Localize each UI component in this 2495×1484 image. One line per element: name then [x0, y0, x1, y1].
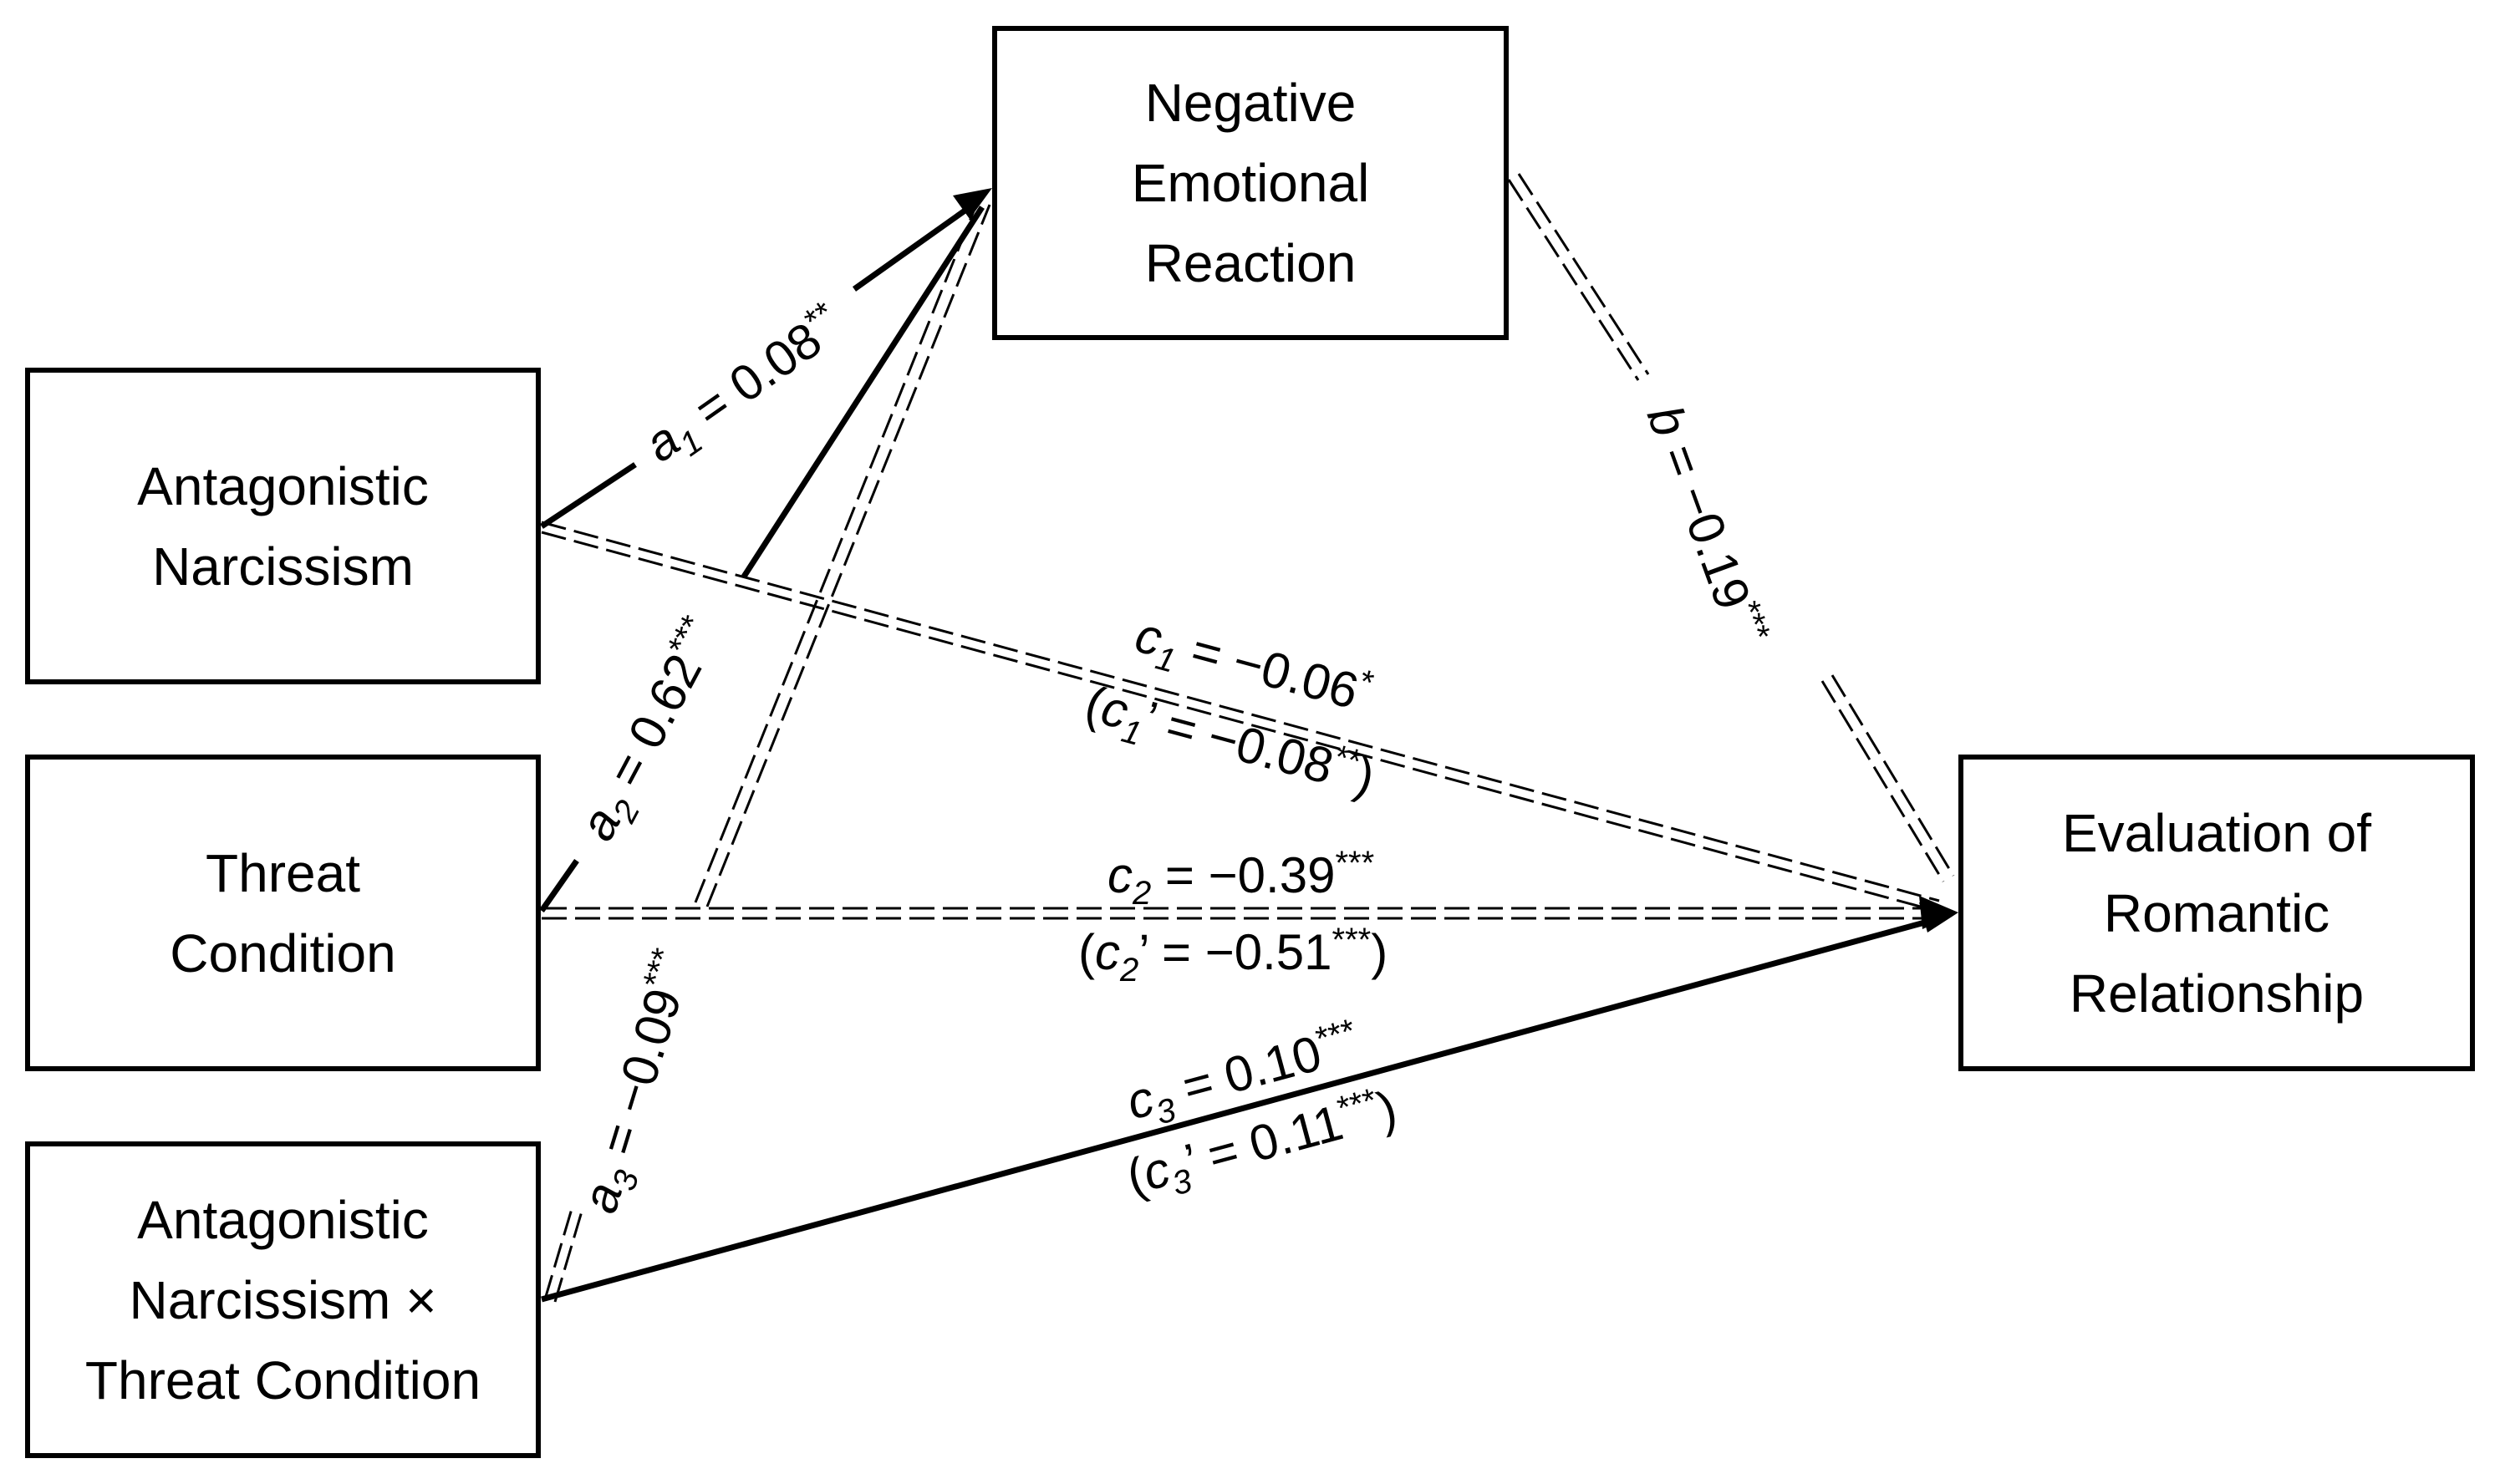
node-antagonistic-line-2: Narcissism: [152, 536, 414, 597]
path-a3-label: a3 = −0.09***: [568, 944, 711, 1222]
path-b-arrow: [1507, 173, 1955, 882]
path-a2-arrow: [539, 206, 985, 913]
path-c1-arrow: [541, 521, 1940, 912]
node-interaction-line-2: Narcissism ×: [129, 1269, 437, 1330]
node-negative-line-1: Negative: [1144, 73, 1357, 133]
node-evaluation-line-2: Romantic: [2103, 882, 2330, 943]
node-negative-emotional-reaction: Negative Emotional Reaction: [992, 26, 1509, 340]
node-interaction: Antagonistic Narcissism × Threat Conditi…: [25, 1141, 541, 1458]
node-negative-line-3: Reaction: [1144, 233, 1357, 293]
path-c2-label: c2 = −0.39***: [1107, 845, 1374, 912]
node-interaction-line-3: Threat Condition: [84, 1349, 481, 1410]
node-threat-condition: Threat Condition: [25, 755, 541, 1071]
node-evaluation-line-1: Evaluation of: [2061, 802, 2372, 863]
node-threat-line-2: Condition: [170, 922, 396, 983]
evaluation-arrowhead: [1919, 896, 1958, 929]
path-a3-arrow: [543, 200, 991, 1303]
node-evaluation-romantic-relationship: Evaluation of Romantic Relationship: [1958, 755, 2475, 1071]
path-a2-label: a2 = 0.62***: [567, 609, 739, 852]
node-interaction-line-1: Antagonistic: [137, 1189, 429, 1250]
path-c2-prime-label: (c2’ = −0.51***): [1078, 922, 1388, 988]
node-antagonistic-narcissism: Antagonistic Narcissism: [25, 368, 541, 684]
node-evaluation-line-3: Relationship: [2069, 963, 2365, 1024]
path-c2-arrow: [542, 907, 1937, 920]
path-a1-arrow: [540, 188, 992, 529]
node-negative-line-2: Emotional: [1131, 153, 1370, 213]
node-threat-line-1: Threat: [206, 842, 360, 903]
node-antagonistic-line-1: Antagonistic: [137, 455, 429, 516]
path-b-label: b = −0.19***: [1637, 398, 1777, 653]
